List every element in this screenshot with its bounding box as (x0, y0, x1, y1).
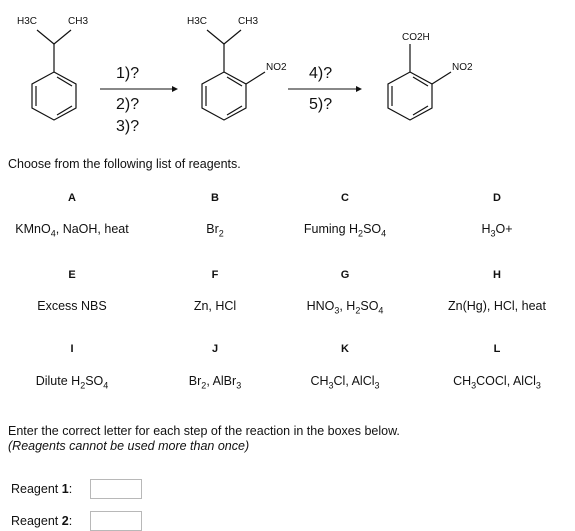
nitrocumene-structure (201, 29, 266, 121)
step-2-label: 2)? (116, 96, 139, 113)
reagent-letter: A (68, 192, 76, 204)
methyl-label: H3C (17, 16, 37, 27)
reagent-letter: D (493, 192, 501, 204)
reagent-letter: I (70, 343, 74, 355)
carboxyl-label: CO2H (402, 32, 430, 43)
reagent-letter: C (341, 192, 349, 204)
reaction-scheme: H3C CH3 1)? 2)? 3)? H3C CH3 NO2 4)? 5)? (17, 16, 473, 135)
reagent-letter: J (211, 343, 219, 355)
methyl-label: CH3 (238, 16, 258, 27)
arrow-head (172, 86, 178, 92)
instructions-note: (Reagents cannot be used more than once) (8, 439, 250, 453)
reagent-name: CH3Cl, AlCl3 (310, 374, 380, 391)
reagent-name: CH3COCl, AlCl3 (453, 374, 541, 391)
reagent-letter: B (211, 192, 219, 204)
reagent-letter: L (493, 343, 501, 355)
step-3-label: 3)? (116, 118, 139, 135)
reagent-name: H3O+ (481, 222, 513, 239)
reagent-name: Zn, HCl (193, 299, 237, 313)
reagent-name: Excess NBS (37, 299, 107, 313)
nitrobenzoic-acid-structure (387, 44, 452, 121)
reagent-letter: E (68, 269, 76, 281)
reagent-2-input[interactable] (90, 511, 142, 531)
nitro-label: NO2 (266, 62, 287, 73)
reagent-name: Fuming H2SO4 (303, 222, 387, 239)
methyl-label: CH3 (68, 16, 88, 27)
reagent-name: Dilute H2SO4 (35, 374, 109, 391)
reagent-letter: H (493, 269, 501, 281)
reagent-2-label: Reagent 2: (11, 514, 73, 528)
reagent-name: Zn(Hg), HCl, heat (448, 299, 546, 313)
reagent-letter: F (211, 269, 219, 281)
reagent-name: KMnO4, NaOH, heat (15, 222, 129, 239)
instructions-line: Enter the correct letter for each step o… (8, 424, 400, 438)
reagent-letter: K (341, 343, 349, 355)
reagent-1-input[interactable] (90, 479, 142, 499)
step-4-label: 4)? (309, 65, 332, 82)
reagent-letter: G (340, 269, 350, 281)
instructions: Enter the correct letter for each step o… (8, 424, 400, 454)
step-1-label: 1)? (116, 65, 139, 82)
reagent-2-row: Reagent 2: (11, 511, 142, 531)
reagent-list-prompt: Choose from the following list of reagen… (8, 157, 241, 171)
reagent-name: Br2 (206, 222, 224, 239)
step-5-label: 5)? (309, 96, 332, 113)
nitro-label: NO2 (452, 62, 473, 73)
reagent-name: HNO3, H2SO4 (306, 299, 384, 316)
reagent-1-label: Reagent 1: (11, 482, 73, 496)
cumene-structure (31, 29, 77, 121)
reagent-name: Br2, AlBr3 (188, 374, 242, 391)
reagent-1-row: Reagent 1: (11, 479, 142, 499)
arrow-head (356, 86, 362, 92)
methyl-label: H3C (187, 16, 207, 27)
